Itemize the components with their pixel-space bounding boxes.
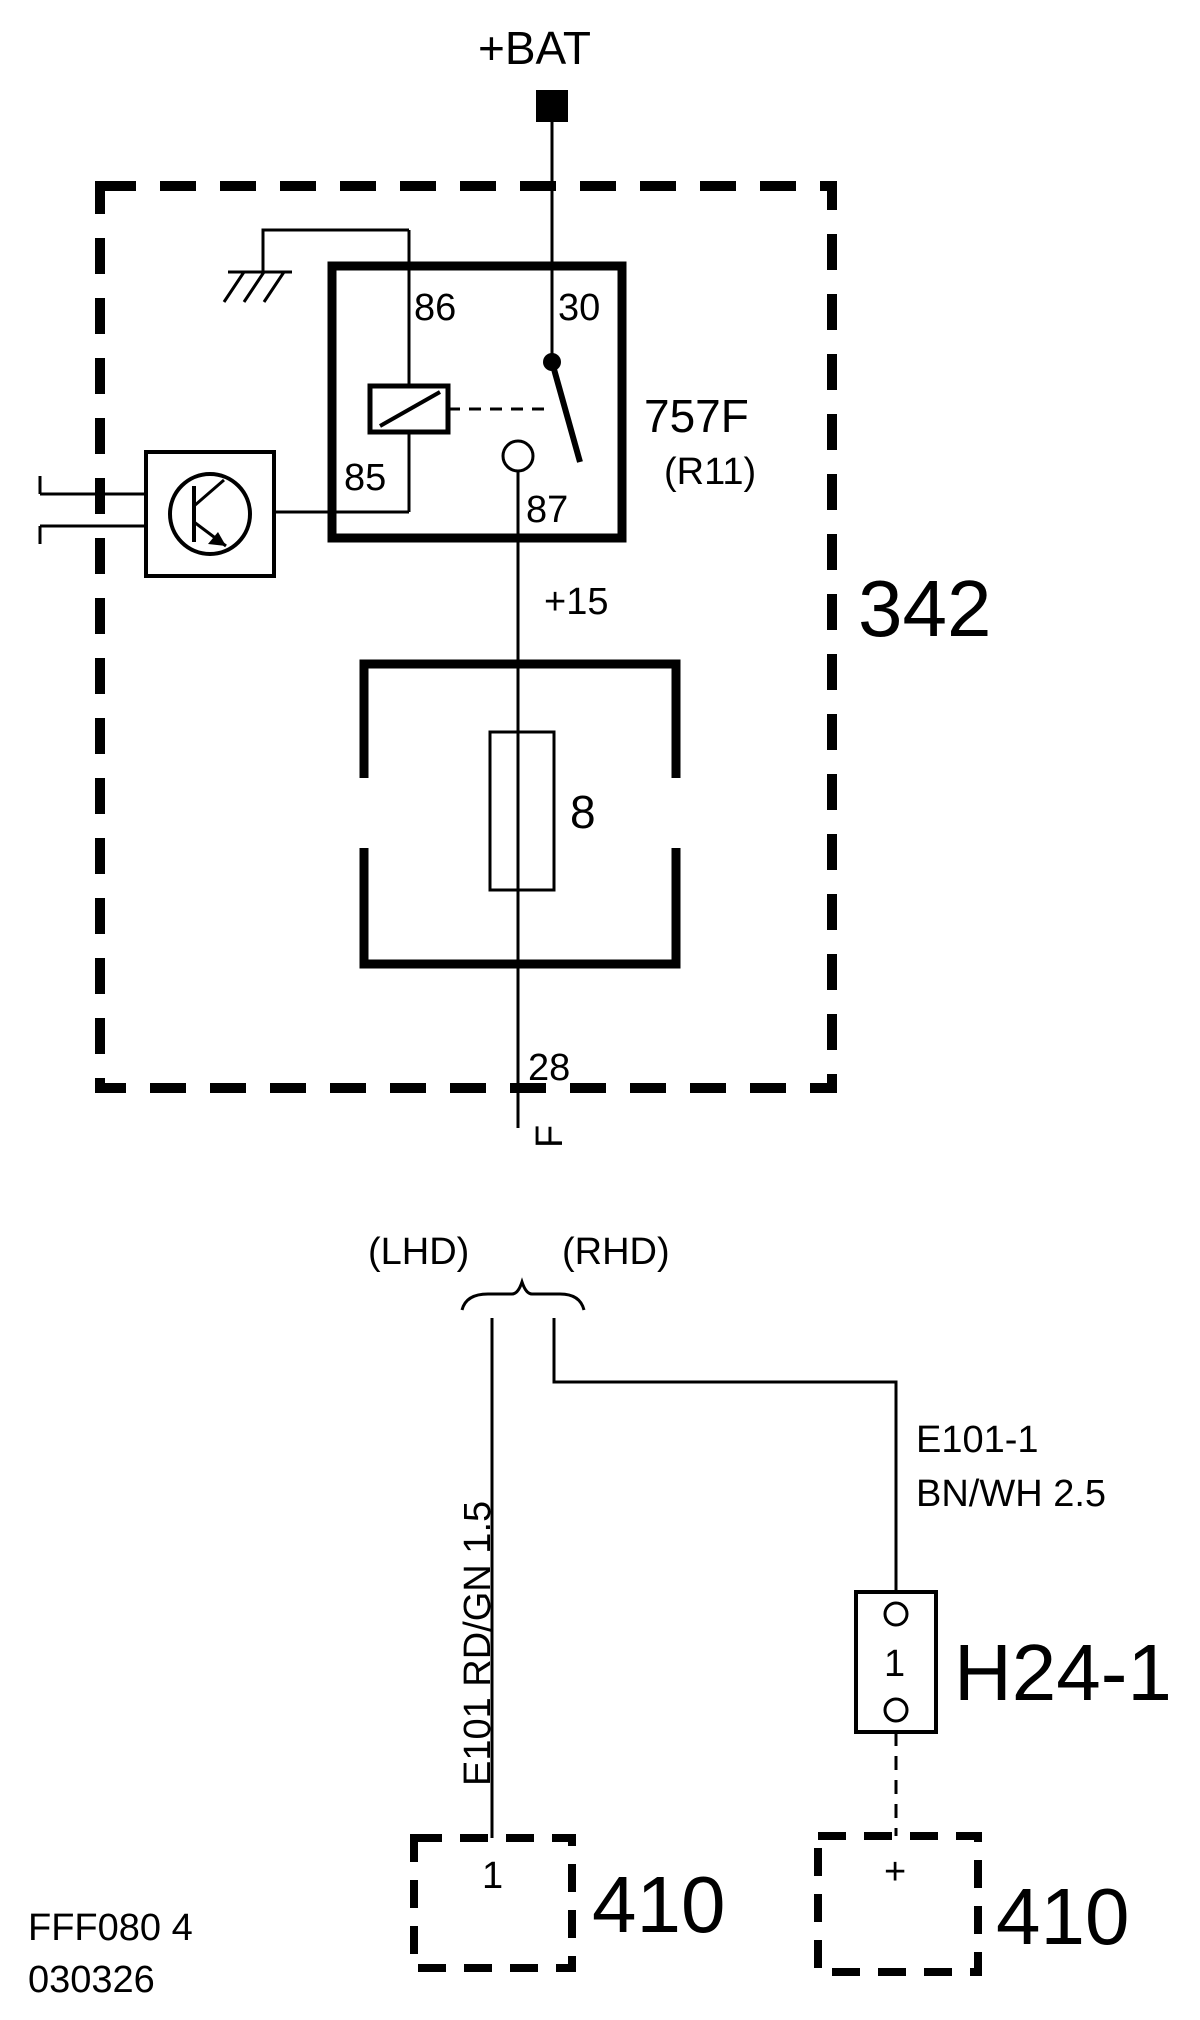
bat-label: +BAT: [478, 22, 591, 74]
module-id: 342: [858, 564, 991, 653]
fuse-element: [488, 730, 556, 892]
h24-1-pin: 1: [884, 1643, 905, 1685]
fuse-holder-top: [359, 659, 681, 778]
relay-757f-box: [327, 261, 627, 543]
h24-1-id: H24-1: [954, 1628, 1172, 1717]
relay-pin-30: 30: [558, 287, 600, 329]
footer-code: FFF080 4: [28, 1907, 193, 1949]
relay-coil-winding: [379, 390, 441, 428]
transistor-collector: [193, 478, 225, 508]
relay-switch-blade: [549, 361, 583, 463]
output-pin: 28: [528, 1047, 570, 1089]
ground-hatch-3: [262, 271, 286, 303]
ground-hatch-2: [242, 271, 266, 303]
variant-brace: [460, 1277, 586, 1311]
lhd-target-pin: 1: [482, 1855, 503, 1897]
lhd-label: (LHD): [368, 1231, 469, 1273]
h24-1-terminal-top: [883, 1601, 909, 1627]
rhd-target-connector: [814, 1832, 982, 1976]
relay-pin-86: 86: [414, 287, 456, 329]
transistor-arrow: [208, 532, 226, 546]
ignition-label: +15: [544, 581, 608, 623]
bat-terminal: [536, 90, 568, 122]
fuse-number: 8: [570, 786, 596, 838]
lhd-wire-label: E101 RD/GN 1.5: [457, 1501, 499, 1786]
h24-1-terminal-bottom: [883, 1697, 909, 1723]
transistor-driver-box: [144, 450, 276, 578]
lhd-target-connector: [410, 1834, 576, 1972]
footer-date: 030326: [28, 1959, 155, 2001]
lhd-target-id: 410: [592, 1860, 725, 1949]
output-connector: F: [529, 1125, 571, 1148]
rhd-label: (RHD): [562, 1231, 670, 1273]
relay-contact-87: [501, 439, 535, 473]
rhd-target-id: 410: [996, 1872, 1129, 1961]
relay-pin-87: 87: [526, 489, 568, 531]
transistor-icon: [168, 472, 252, 556]
module-342-housing: [95, 181, 837, 1093]
ground-wire: [261, 228, 409, 272]
rhd-wire: [552, 1318, 898, 1592]
rhd-wire-id: E101-1: [916, 1419, 1039, 1461]
rhd-wire-spec: BN/WH 2.5: [916, 1473, 1106, 1515]
fuse-holder-bottom: [359, 848, 681, 969]
ground-hatch-1: [222, 271, 246, 303]
relay-ref: (R11): [664, 451, 756, 493]
relay-id: 757F: [644, 390, 749, 442]
rhd-target-pin: +: [884, 1851, 906, 1893]
relay-pin-85: 85: [344, 457, 386, 499]
